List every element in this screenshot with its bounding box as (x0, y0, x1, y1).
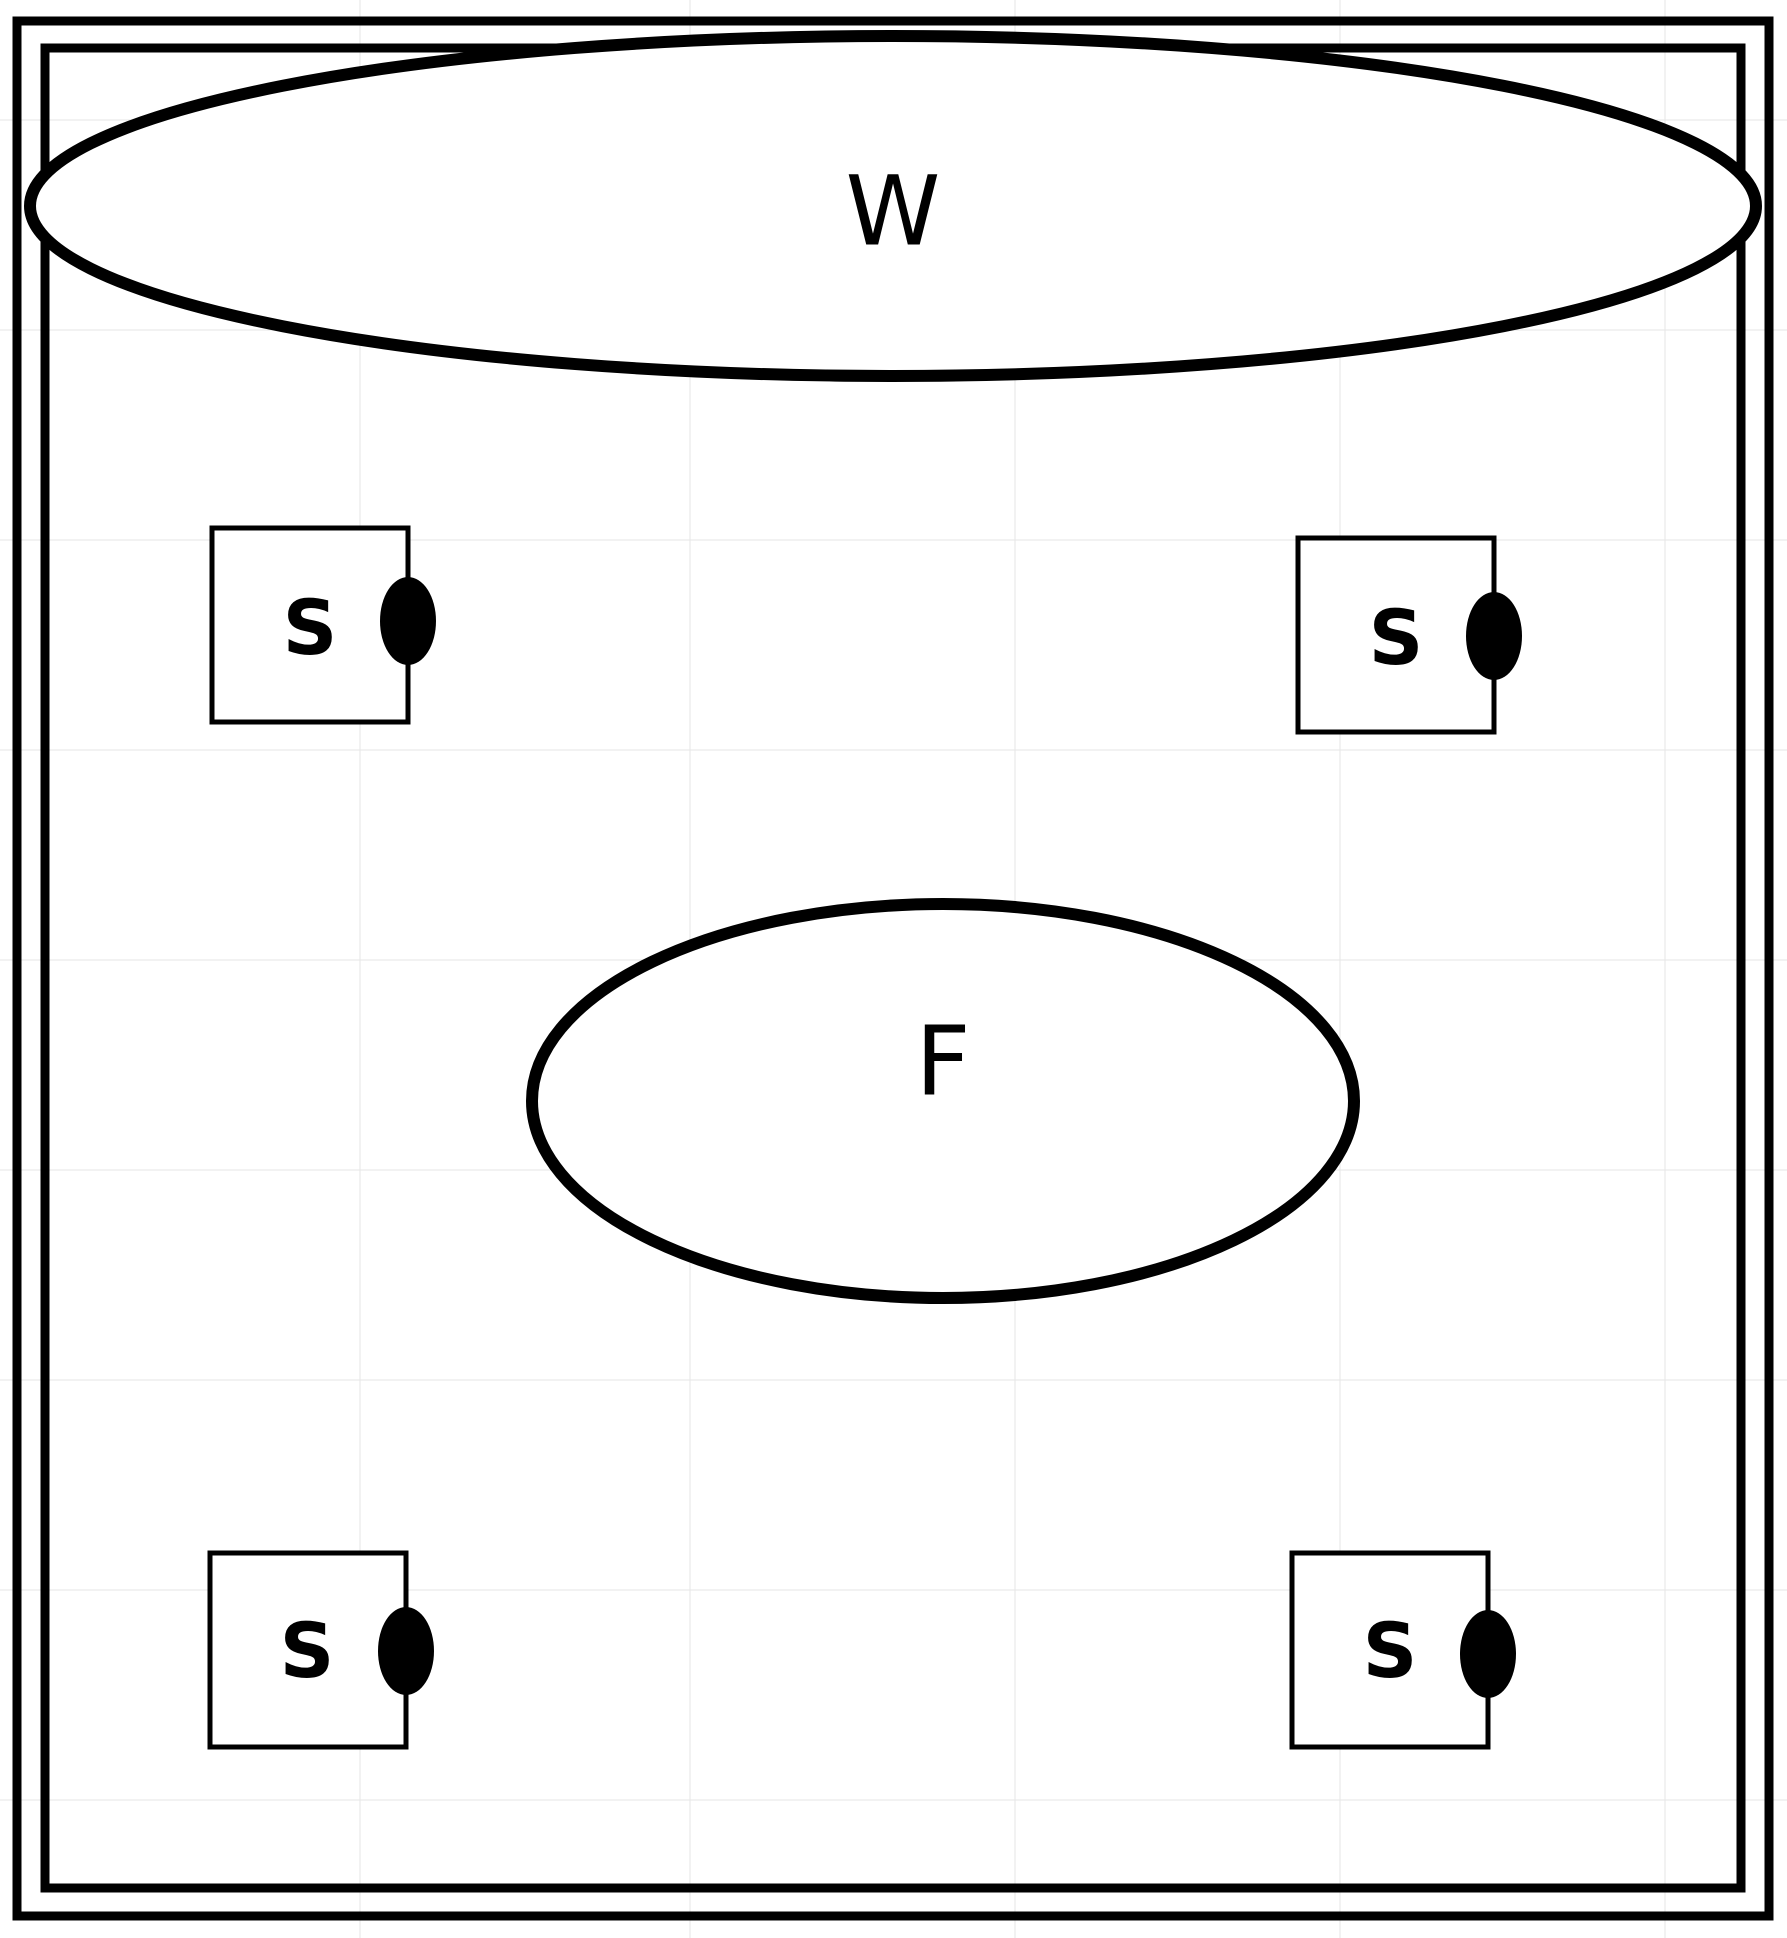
room-outer-wall (12, 16, 1774, 1921)
station-indicator-icon (378, 1607, 434, 1695)
station-indicator-icon (1460, 1610, 1516, 1698)
station-bottom-right: S (1289, 1550, 1516, 1750)
feature-ellipse (526, 898, 1360, 1304)
station-box (1289, 1550, 1491, 1750)
station-label: S (283, 583, 338, 672)
station-indicator-icon (1466, 592, 1522, 680)
window-ellipse (24, 30, 1762, 382)
station-label: S (1363, 1606, 1418, 1695)
station-label: S (280, 1606, 335, 1695)
station-indicator-icon (380, 577, 436, 665)
window-label: W (846, 155, 941, 267)
station-label: S (1369, 593, 1424, 682)
station-bottom-left: S (207, 1550, 434, 1750)
feature-label: F (915, 1005, 970, 1117)
station-top-left: S (209, 525, 436, 725)
station-top-right: S (1295, 535, 1522, 735)
